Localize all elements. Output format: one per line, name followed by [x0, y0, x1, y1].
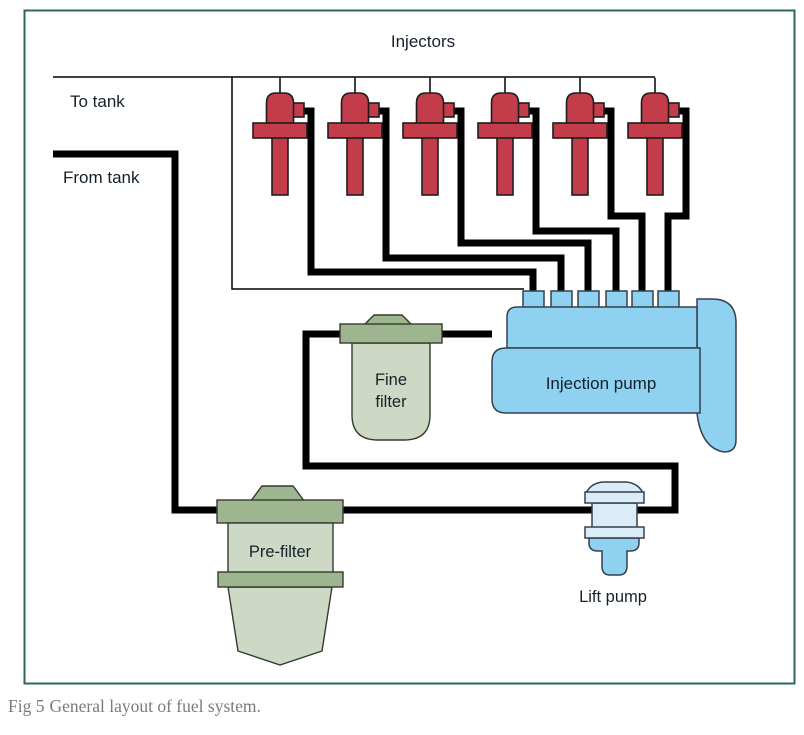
lift-pump-lower-flange	[584, 526, 645, 539]
figure-caption-number: Fig 5	[8, 696, 45, 716]
injection-pump-end-cap	[696, 298, 737, 453]
pre-filter-band	[217, 571, 344, 588]
fine-filter-label-line1: Fine	[375, 371, 407, 389]
pre-filter-label: Pre-filter	[249, 543, 312, 561]
injection-pump: Injection pump	[491, 290, 737, 453]
pump-port-4	[605, 290, 628, 309]
delivery-pipe-4	[521, 107, 620, 298]
lift-pump-label: Lift pump	[579, 588, 647, 606]
pre-filter-bowl	[227, 586, 333, 666]
pump-return-line	[231, 77, 524, 290]
figure-caption-title: General layout of fuel system.	[49, 696, 260, 716]
injector-2	[327, 76, 383, 196]
fine-filter-label-line2: filter	[375, 393, 407, 411]
delivery-pipe-5	[596, 107, 646, 298]
pre-filter: Pre-filter	[216, 485, 344, 666]
diagram-frame	[23, 9, 796, 685]
pump-port-6	[657, 290, 680, 309]
pump-port-3	[577, 290, 600, 309]
pump-port-2	[550, 290, 573, 309]
from-tank-label: From tank	[63, 168, 140, 187]
injector-5	[552, 76, 608, 196]
pre-filter-cap	[216, 499, 344, 524]
delivery-pipe-3	[446, 107, 592, 298]
injector-3	[402, 76, 458, 196]
fine-filter-cap	[339, 323, 443, 344]
pump-port-5	[631, 290, 654, 309]
supply-pipe	[53, 150, 679, 514]
delivery-pipe-2	[371, 107, 565, 298]
injector-1	[252, 76, 308, 196]
pump-port-1	[522, 290, 545, 309]
lift-pump-body	[591, 502, 638, 529]
lift-pump-dome	[584, 481, 645, 494]
injector-4	[477, 76, 533, 196]
to-tank-label: To tank	[70, 92, 125, 111]
lift-pump: Lift pump	[579, 481, 647, 606]
injection-pump-top	[506, 306, 698, 349]
injector-6	[627, 76, 683, 196]
delivery-pipe-1	[296, 107, 537, 298]
injection-pump-label: Injection pump	[546, 374, 657, 393]
delivery-pipe-6	[664, 107, 690, 298]
lift-pump-upper-flange	[584, 491, 645, 504]
fine-filter-body	[351, 342, 431, 441]
lift-pump-base	[588, 537, 640, 576]
injection-pump-body	[491, 347, 701, 414]
injectors-label: Injectors	[391, 32, 455, 51]
fine-filter: Fine filter	[339, 314, 443, 441]
